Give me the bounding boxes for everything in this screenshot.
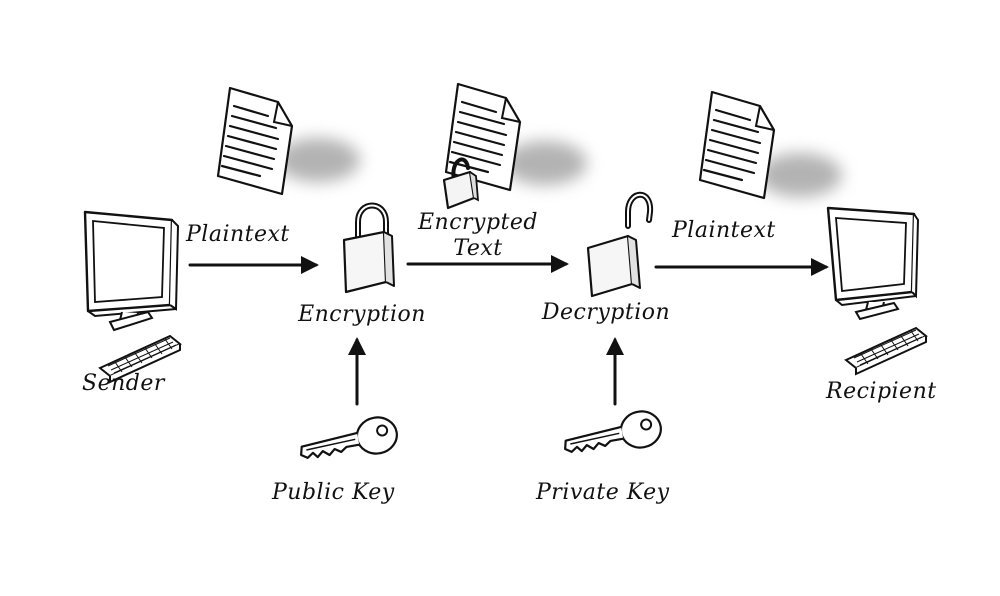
encrypted-document-icon (444, 82, 587, 192)
public-key-label: Public Key (272, 480, 395, 505)
encrypted-text-label-line1: Encrypted (417, 210, 539, 235)
decryption-padlock-icon (586, 191, 654, 298)
sender-computer-icon (83, 210, 181, 383)
encryption-label: Encryption (298, 302, 426, 327)
plaintext-document-right-icon (698, 90, 842, 200)
plaintext-output-label: Plaintext (672, 218, 776, 243)
encryption-padlock-icon (342, 202, 395, 294)
encrypted-document-lock-icon (442, 157, 480, 210)
recipient-computer-icon (826, 206, 927, 375)
private-key-label: Private Key (536, 480, 670, 505)
decryption-label: Decryption (541, 300, 671, 325)
private-key-icon (559, 407, 665, 462)
recipient-label: Recipient (826, 379, 937, 404)
plaintext-input-label: Plaintext (186, 222, 290, 247)
public-key-icon (295, 413, 401, 468)
encrypted-text-label-line2: Text (453, 236, 503, 261)
sender-label: Sender (82, 371, 165, 396)
plaintext-document-left-icon (216, 86, 360, 196)
